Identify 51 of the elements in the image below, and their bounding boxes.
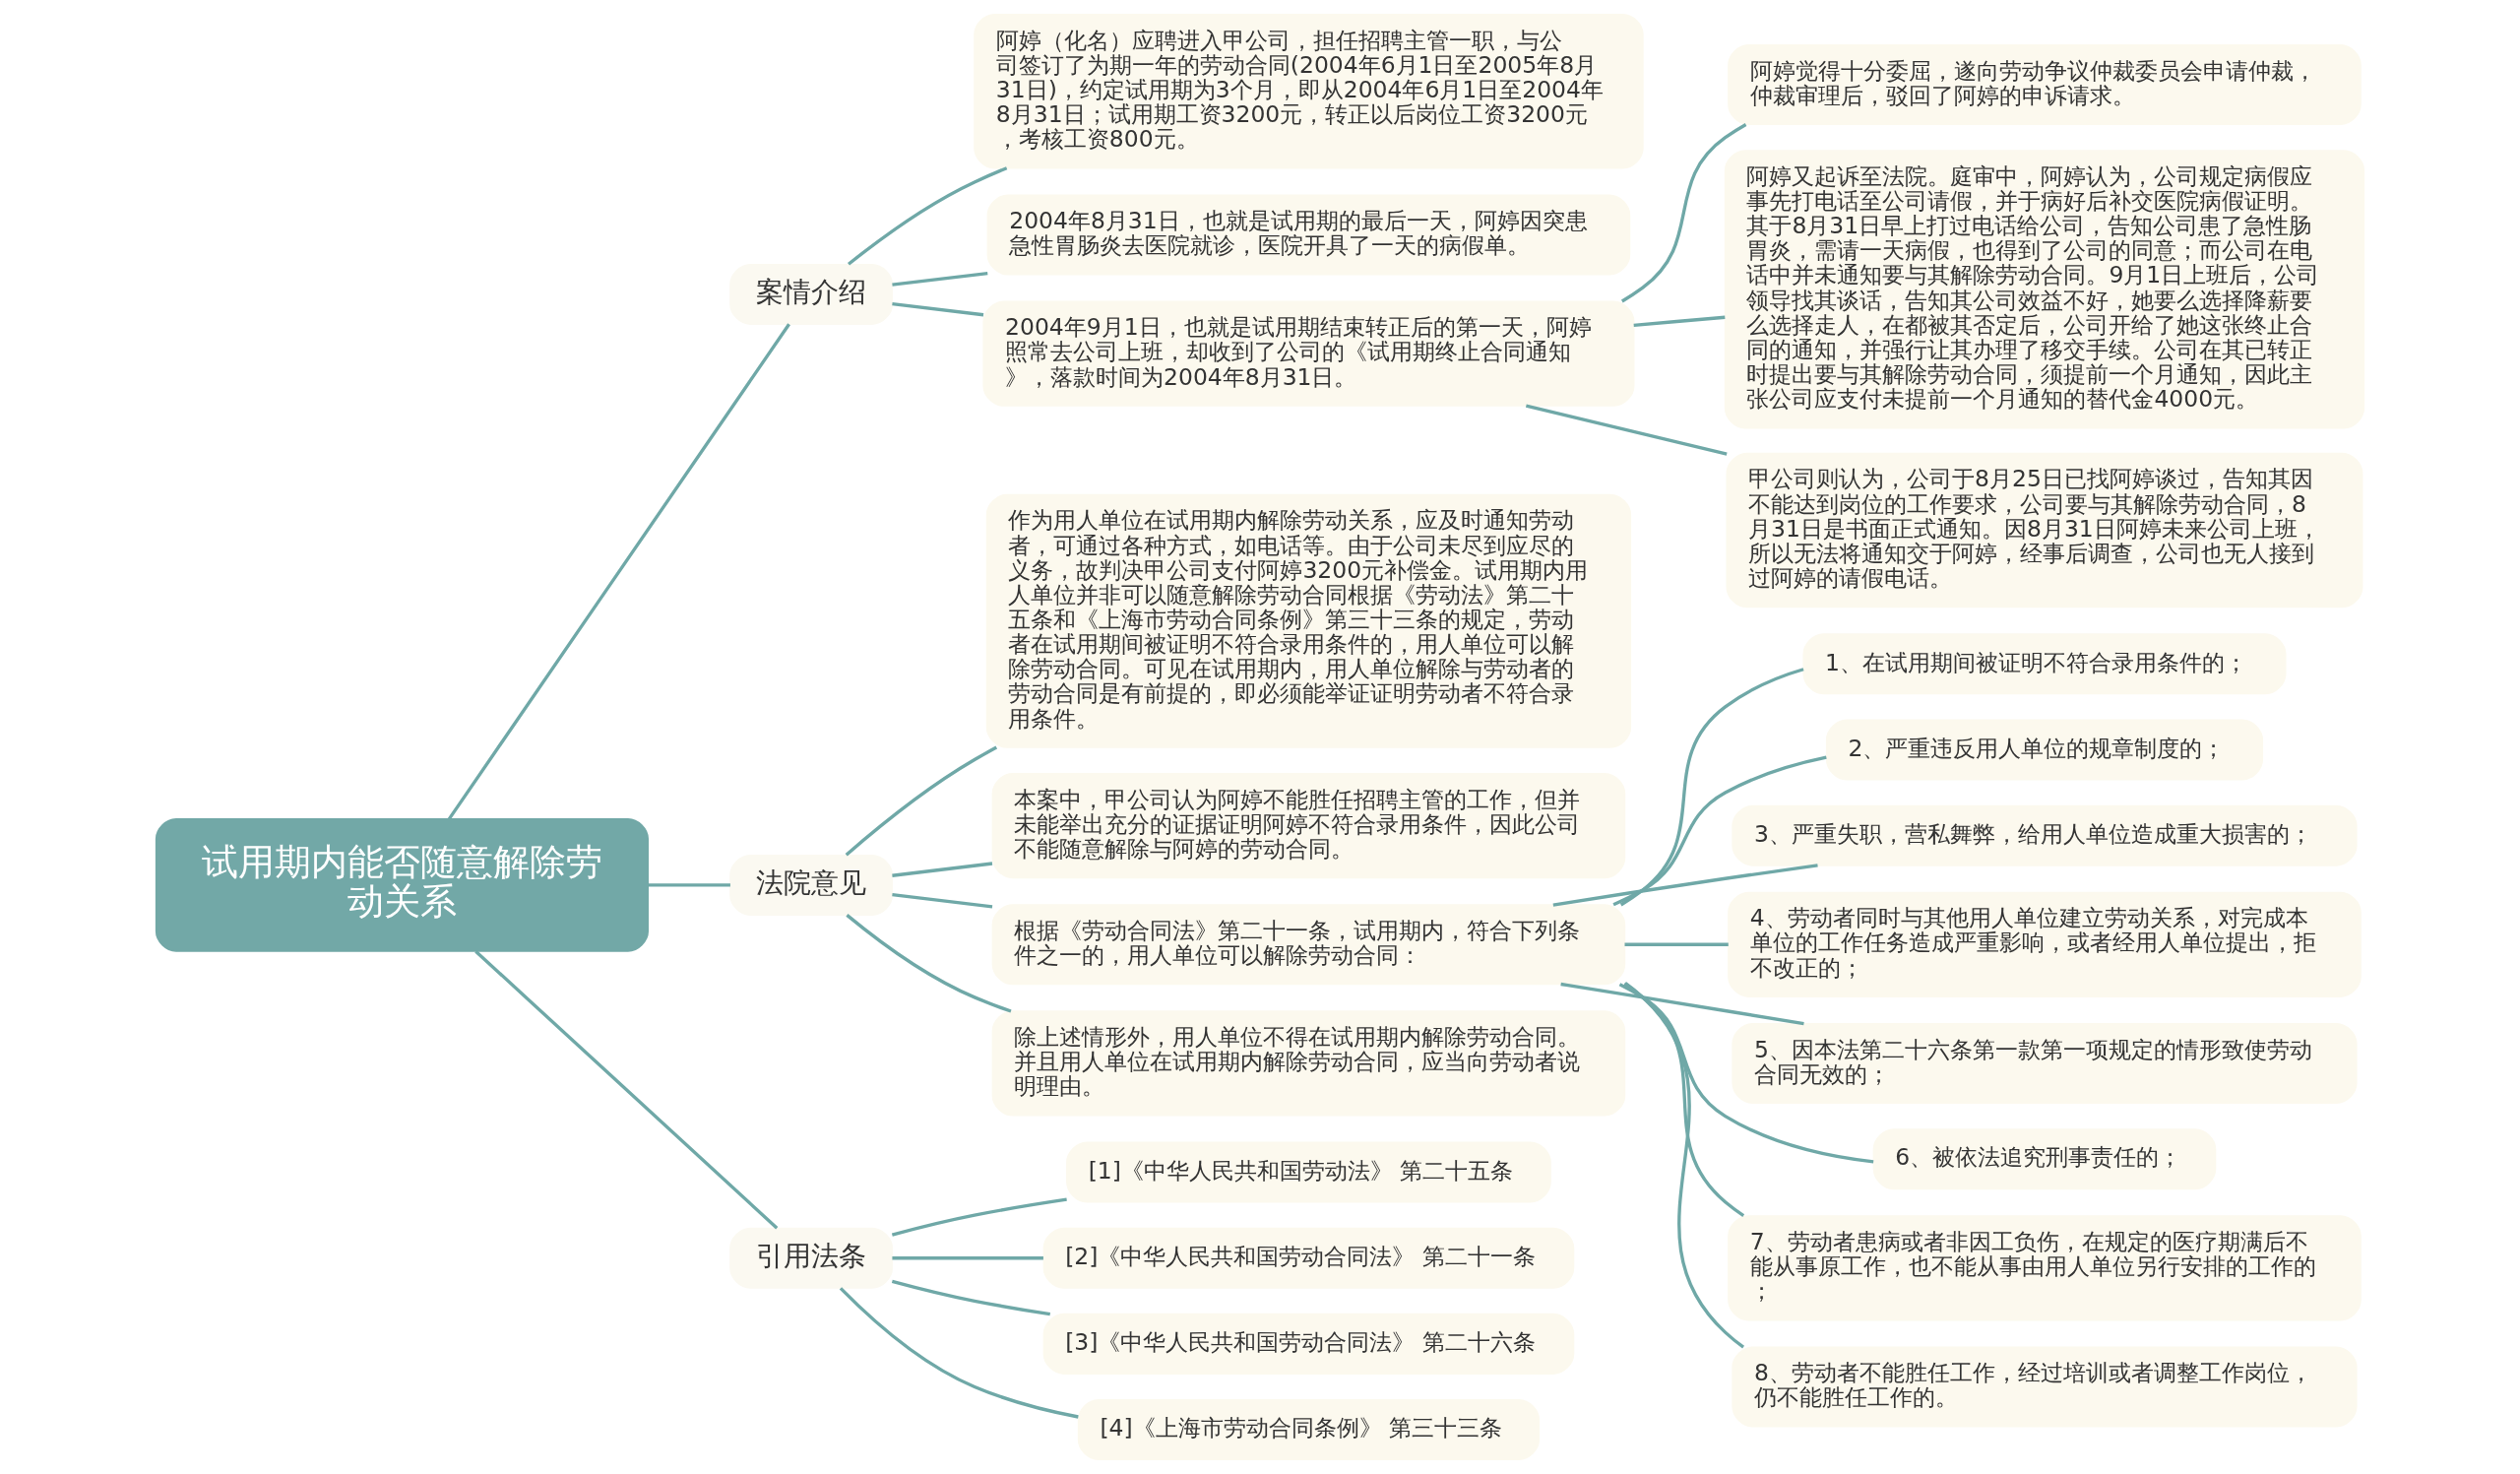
node-box: [1]《中华人民共和国劳动法》 第二十五条	[1066, 1141, 1551, 1203]
connector	[1525, 404, 1728, 456]
node-box: 8、劳动者不能胜任工作，经过培训或者调整工作岗位，仍不能胜任工作的。	[1732, 1346, 2358, 1428]
node-box: 阿婷（化名）应聘进入甲公司，担任招聘主管一职，与公司签订了为期一年的劳动合同(2004年6月1日至2005年8月31日)，约定试用期为3个月，即从2004年6月1日至2004年8月31日；试用期工资3200元，转正以后岗位工资3200元，考核工资800元。	[974, 13, 1644, 169]
node-box: 法院意见	[729, 854, 894, 916]
node-box: 引用法条	[729, 1227, 894, 1289]
node-box: 5、因本法第二十六条第一款第一项规定的情形致使劳动合同无效的；	[1732, 1022, 2358, 1104]
node-box: 根据《劳动合同法》第二十一条，试用期内，符合下列条件之一的，用人单位可以解除劳动合同：	[991, 904, 1626, 986]
node-box: 1、在试用期间被证明不符合录用条件的；	[1802, 633, 2287, 695]
node-box: 3、严重失职，营私舞弊，给用人单位造成重大损害的；	[1732, 804, 2358, 866]
node-box: 2004年9月1日，也就是试用期结束转正后的第一天，阿婷照常去公司上班，却收到了公司的《试用期终止合同通知》，落款时间为2004年8月31日。	[982, 300, 1635, 407]
connector	[892, 862, 993, 877]
connector	[1552, 864, 1818, 907]
connector	[839, 1287, 1079, 1419]
connector	[892, 1256, 1043, 1260]
connector	[1633, 315, 1726, 328]
node-box: 2、严重违反用人单位的规章制度的；	[1825, 719, 2264, 781]
connector	[648, 883, 730, 887]
node-box: 甲公司则认为，公司于8月25日已找阿婷谈过，告知其因不能达到岗位的工作要求，公司要与其解除劳动合同，8月31日是书面正式通知。因8月31日阿婷未来公司上班，所以无法将通知交于阿婷，经事后调查，公司也无人接到过阿婷的请假电话。	[1726, 452, 2363, 609]
connector	[891, 1197, 1067, 1237]
node-box: 2004年8月31日，也就是试用期的最后一天，阿婷因突患急性胃肠炎去医院就诊，医院开具了一天的病假单。	[986, 194, 1631, 276]
connector	[1618, 983, 1874, 1164]
node-box: 6、被依法追究刑事责任的；	[1872, 1128, 2217, 1190]
node-box: 阿婷又起诉至法院。庭审中，阿婷认为，公司规定病假应事先打电话至公司请假，并于病好后补交医院病假证明。其于8月31日早上打过电话给公司，告知公司患了急性肠胃炎，需请一天病假，也得到了公司的同意；而公司在电话中并未通知要与其解除劳动合同。9月1日上班后，公司领导找其谈话，告知其公司效益不好，她要么选择降薪要么选择走人，在都被其否定后，公司开给了她这张终止合同的通知，并强行让其办理了移交手续。公司在其已转正时提出要与其解除劳动合同，须提前一个月通知，因此主张公司应支付未提前一个月通知的替代金4000元。	[1724, 150, 2365, 429]
node-box: 本案中，甲公司认为阿婷不能胜任招聘主管的工作，但并未能举出充分的证据证明阿婷不符合录用条件，因此公司不能随意解除与阿婷的劳动合同。	[991, 772, 1626, 879]
connector	[474, 949, 779, 1230]
connector	[447, 323, 790, 820]
connector	[892, 271, 988, 287]
connector	[1612, 755, 1827, 907]
node-box: 案情介绍	[729, 263, 894, 325]
connector	[1623, 982, 1745, 1349]
node-box: 阿婷觉得十分委屈，遂向劳动争议仲裁委员会申请仲裁，仲裁审理后，驳回了阿婷的申诉请求。	[1728, 43, 2362, 126]
node-box: 作为用人单位在试用期内解除劳动关系，应及时通知劳动者，可通过各种方式，如电话等。由于公司未尽到应尽的义务，故判决甲公司支付阿婷3200元补偿金。试用期内用人单位并非可以随意解除劳动合同根据《劳动法》第二十五条和《上海市劳动合同条例》第三十三条的规定，劳动者在试用期间被证明不符合录用条件的，用人单位可以解除劳动合同。可见在试用期内，用人单位解除与劳动者的劳动合同是有前提的，即必须能举证证明劳动者不符合录用条件。	[985, 493, 1632, 748]
connector	[1624, 942, 1729, 946]
connector	[846, 914, 1012, 1013]
connector	[845, 745, 998, 857]
connector	[891, 1279, 1051, 1316]
node-box: 试用期内能否随意解除劳动关系	[155, 818, 649, 952]
connector	[892, 892, 993, 909]
node-box: 除上述情形外，用人单位不得在试用期内解除劳动合同。并且用人单位在试用期内解除劳动合同，应当向劳动者说明理由。	[991, 1010, 1626, 1117]
connector	[1623, 983, 1745, 1217]
connector	[848, 166, 1008, 266]
connector	[1619, 668, 1804, 907]
node-box: [3]《中华人民共和国劳动合同法》 第二十六条	[1042, 1313, 1575, 1375]
node-box: 7、劳动者患病或者非因工负伤，在规定的医疗期满后不能从事原工作，也不能从事由用人单位另行安排的工作的；	[1728, 1215, 2362, 1321]
connector	[892, 301, 984, 317]
connector	[1560, 982, 1804, 1026]
node-box: [2]《中华人民共和国劳动合同法》 第二十一条	[1042, 1227, 1575, 1289]
node-box: [4]《上海市劳动合同条例》 第三十三条	[1077, 1399, 1541, 1461]
node-box: 4、劳动者同时与其他用人单位建立劳动关系，对完成本单位的工作任务造成严重影响，或者经用人单位提出，拒不改正的；	[1728, 891, 2362, 997]
connector	[1620, 123, 1747, 303]
